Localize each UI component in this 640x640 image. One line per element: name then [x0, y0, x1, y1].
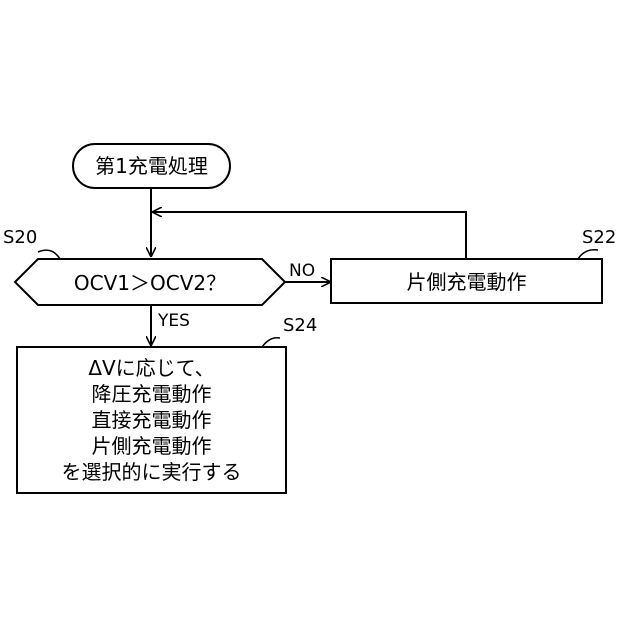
yes-label: YES [157, 311, 190, 331]
selective-line-4: 片側充電動作 [92, 434, 212, 458]
edge-loop-back [153, 212, 466, 259]
no-label: NO [289, 261, 315, 281]
selective-line-5: を選択的に実行する [62, 460, 242, 484]
selective-line-2: 降圧充電動作 [92, 382, 212, 406]
leader-s20 [38, 250, 60, 259]
selective-line-3: 直接充電動作 [92, 408, 212, 432]
decision-label: OCV1＞OCV2？ [74, 271, 226, 295]
step-label-s24: S24 [283, 315, 317, 336]
one-side-label: 片側充電動作 [407, 270, 527, 294]
step-label-s22: S22 [582, 227, 616, 248]
step-label-s20: S20 [3, 227, 37, 248]
start-label: 第1充電処理 [95, 154, 208, 178]
leader-s22 [578, 250, 598, 259]
selective-line-1: ΔVに応じて、 [88, 356, 214, 380]
leader-s24 [262, 338, 280, 347]
